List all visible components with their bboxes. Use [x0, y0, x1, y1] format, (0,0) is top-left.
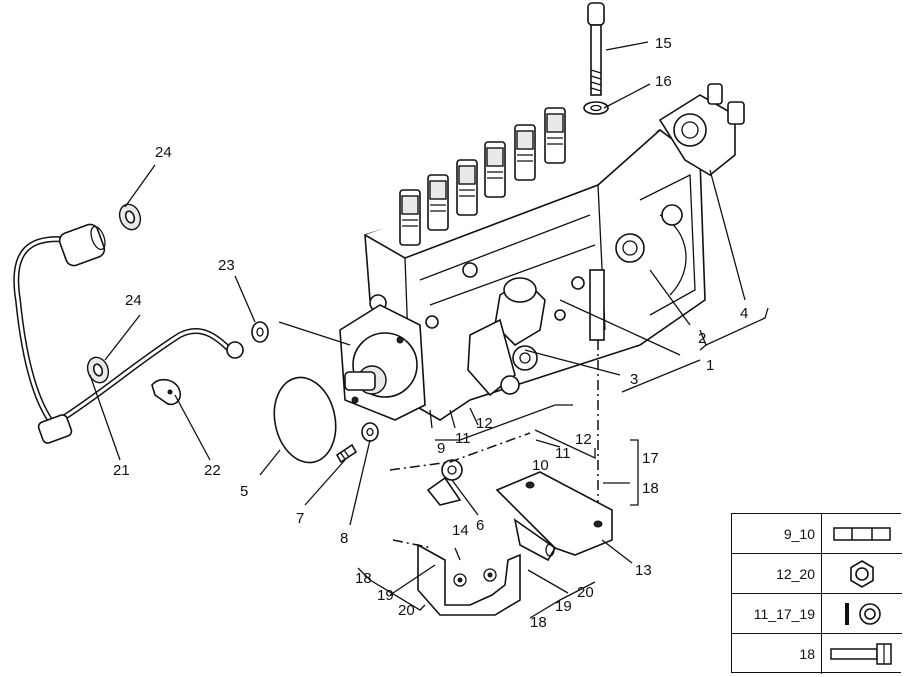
callout-6: 6: [476, 517, 484, 534]
legend-code: 9_10: [732, 514, 822, 553]
callout-20-left: 20: [398, 602, 415, 619]
callout-11-lower: 11: [555, 445, 571, 462]
callout-18-right: 18: [642, 480, 659, 497]
callout-20-right: 20: [577, 584, 594, 601]
callout-12-lower: 12: [575, 431, 592, 448]
legend-row-washer: 11_17_19: [732, 594, 902, 634]
bracket-part-14: [417, 543, 521, 616]
injection-pump-body: [339, 83, 745, 421]
legend-row-bolt: 18: [732, 634, 902, 674]
callout-22: 22: [204, 462, 221, 479]
legend-row-nut: 12_20: [732, 554, 902, 594]
callout-12-upper: 12: [476, 415, 493, 432]
callout-7: 7: [296, 510, 304, 527]
callout-19-right: 19: [555, 598, 572, 615]
legend-code: 18: [732, 634, 822, 674]
callout-5: 5: [240, 483, 248, 500]
callout-3: 3: [630, 371, 638, 388]
legend-code: 12_20: [732, 554, 822, 593]
legend-code: 11_17_19: [732, 594, 822, 633]
fuel-return-pipe-part-21: [13, 236, 244, 444]
callout-13: 13: [635, 562, 652, 579]
pin-icon: [822, 514, 902, 553]
legend-row-pin: 9_10: [732, 514, 902, 554]
bolt-icon: [822, 634, 902, 674]
o-ring-gasket-part-5: [273, 376, 337, 464]
leader-lines: [89, 41, 769, 619]
oil-pipe-part-6: [378, 419, 463, 506]
callout-24-bottom: 24: [125, 292, 142, 309]
callout-21: 21: [113, 462, 130, 479]
clip-part-22: [151, 378, 182, 406]
callout-18-left: 18: [355, 570, 372, 587]
callout-19-left: 19: [377, 587, 394, 604]
washer-part-23: [251, 321, 269, 343]
callout-10: 10: [532, 457, 549, 474]
callout-18-bottom: 18: [530, 614, 547, 631]
hex-nut-icon: [822, 554, 902, 593]
washer-part-16: [583, 101, 609, 115]
long-bolt-part-15: [587, 2, 605, 96]
callout-17: 17: [642, 450, 659, 467]
callout-9: 9: [437, 440, 445, 457]
callout-1: 1: [706, 357, 714, 374]
callout-2: 2: [698, 330, 706, 347]
screw-part-7: [335, 443, 358, 464]
sealing-washer-part-24-bottom: [86, 356, 110, 384]
bracket-part-13: [495, 471, 613, 562]
delivery-valve-holders: [399, 107, 566, 246]
sealing-washer-part-24-top: [118, 203, 142, 231]
callout-16: 16: [655, 73, 672, 90]
spacer-sleeve: [589, 269, 605, 341]
callout-14: 14: [452, 522, 469, 539]
callout-4: 4: [740, 305, 748, 322]
fastener-legend-table: 9_10 12_20 11_17_19 18: [731, 513, 902, 674]
banjo-fitting-top: [58, 223, 106, 267]
washer-part-8: [361, 422, 379, 442]
callout-labels: 15 16 4 2 1 3 24 23 24 21 22 5 7 8 9 11 …: [113, 35, 748, 631]
callout-24-top: 24: [155, 144, 172, 161]
washer-icon: [822, 594, 902, 633]
callout-15: 15: [655, 35, 672, 52]
callout-8: 8: [340, 530, 348, 547]
callout-11-upper: 11: [455, 430, 471, 447]
callout-23: 23: [218, 257, 235, 274]
